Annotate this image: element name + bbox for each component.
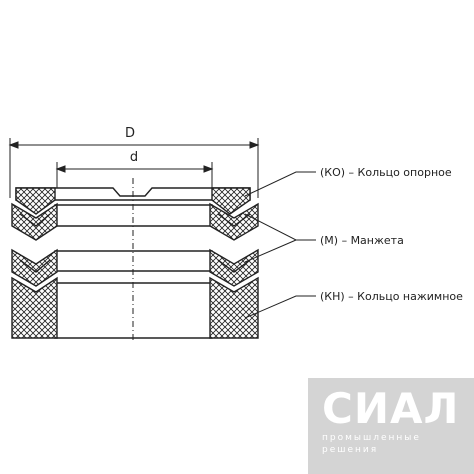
dimension-D [8,138,260,198]
dimension-D-label: D [125,126,135,141]
label-chevron-seal: (М) – Манжета [320,234,404,247]
dimension-d [55,162,214,200]
support-ring [15,187,251,215]
chevron-seal-upper [11,202,259,241]
label-support-ring: (КО) – Кольцо опорное [320,166,452,179]
logo-name: СИАЛ [322,384,459,433]
leader-lines [244,171,316,319]
chevron-seal-lower [11,248,259,287]
dimension-d-label: d [130,150,138,165]
logo-tagline-1: промышленные [322,433,421,443]
logo-tagline-2: решения [322,445,378,455]
pressure-ring [11,276,259,339]
company-logo: СИАЛ промышленные решения [308,378,474,474]
label-pressure-ring: (КН) – Кольцо нажимное [320,290,463,303]
